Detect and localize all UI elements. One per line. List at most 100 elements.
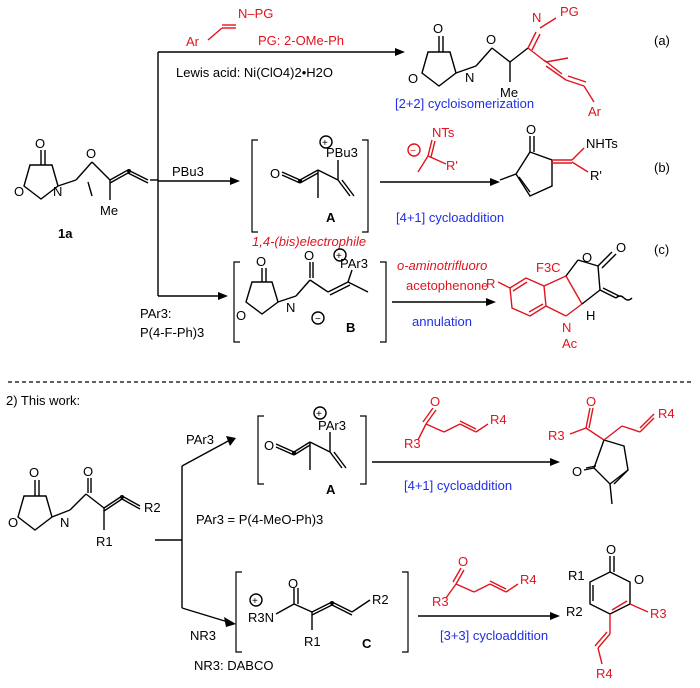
a-imine-ar: Ar [186,34,200,49]
a-atom-o2: O [408,71,418,86]
this-work-phosphine-route: PAr3 PAr3 = P(4-MeO-Ph)3 O PAr3 + A O R3… [186,394,675,527]
a-atom-ar: Ar [588,104,602,119]
w-c-atom-r3n: R3N [248,610,274,625]
compound-1a: O O N O Me 1a [14,136,149,241]
w-p-product-o2: O [572,464,582,479]
b-product-o: O [526,122,536,137]
c-atom-o2: O [236,308,246,323]
this-work-heading: 2) This work: [6,393,80,408]
w-label-n: [3+3] cycloaddition [440,628,548,643]
tag-c: (c) [654,242,669,257]
a-atom-me: Me [500,85,518,100]
w-reagent-p: PAr3 [186,432,214,447]
c-reaction-label: annulation [412,314,472,329]
c-atom-par3: PAr3 [340,256,368,271]
atom-o-carbonyl: O [35,136,45,151]
w-int-a: A [326,482,336,497]
atom-me: Me [100,203,118,218]
a-reaction-label: [2+2] cycloisomerization [395,96,534,111]
c-product-ac: Ac [562,336,578,351]
a-atom-n: N [465,70,474,85]
route-b: PBu3 O PBu3 + A 1,4-(bis)electrophile − … [172,122,670,249]
w-ketone-o-2: O [458,554,468,569]
w-n-product-o2: O [634,572,644,587]
c-over-2: acetophenone [406,278,488,293]
tag-a: (a) [654,33,670,48]
w-p-product-o1: O [586,394,596,409]
w-atom-n: N [60,515,69,530]
w-a-atom-par3: PAr3 [318,418,346,433]
w-n-product-r4: R4 [596,666,613,681]
w-a-atom-o: O [264,438,274,453]
svg-text:+: + [316,409,322,420]
w-ketone-r4-1: R4 [490,412,507,427]
c-product-r: R [486,276,495,291]
svg-text:+: + [336,251,342,262]
w-n-product-o1: O [606,542,616,557]
c-reagent-1: PAr3: [140,306,172,321]
w-ketone-r3-2: R3 [432,594,449,609]
c-product-h: H [586,308,595,323]
c-atom-n: N [286,300,295,315]
w-ketone-o-1: O [430,394,440,409]
w-ketone-r4-2: R4 [520,572,537,587]
b-int-a: A [326,210,336,225]
a-atom-pg: PG [560,4,579,19]
tag-b: (b) [654,160,670,175]
c-atom-o3: O [304,248,314,263]
w-c-atom-r2: R2 [372,592,389,607]
w-n-product-r3: R3 [650,606,667,621]
b-electrophile: 1,4-(bis)electrophile [252,234,366,249]
b-atom-o: O [270,166,280,181]
b-atom-pbu3: PBu3 [326,145,358,160]
w-p-product-r4: R4 [658,406,675,421]
w-int-c: C [362,636,372,651]
a-lewis-acid: Lewis acid: Ni(ClO4)2•H2O [176,65,333,80]
a-atom-o1: O [433,21,443,36]
route-a: Ar N–PG PG: 2-OMe-Ph Lewis acid: Ni(ClO4… [176,4,670,119]
a-atom-o3: O [486,32,496,47]
a-pg-def: PG: 2-OMe-Ph [258,33,344,48]
b-reagent: PBu3 [172,164,204,179]
a-imine-npg: N–PG [238,6,273,21]
c-product-n: N [562,320,571,335]
w-label-p: [4+1] cycloaddition [404,478,512,493]
a-atom-n-red: N [532,10,541,25]
b-atom-rprime-1: R' [446,158,458,173]
b-reaction-label: [4+1] cycloaddition [396,210,504,225]
w-atom-o1: O [29,465,39,480]
svg-text:+: + [322,138,328,149]
c-over-1: o-aminotrifluoro [397,258,487,273]
c-reagent-2: P(4-F-Ph)3 [140,325,204,340]
svg-text:−: − [410,146,416,157]
c-product-f3c: F3C [536,260,561,275]
compound-1a-label: 1a [58,226,73,241]
this-work-substrate: O O N O R1 R2 [8,464,161,549]
atom-o-amide: O [86,146,96,161]
c-product-o1: O [582,250,592,265]
c-int-b: B [346,320,355,335]
this-work-amine-route: NR3 NR3: DABCO O R3N + R1 R2 C O R3 [190,542,667,681]
w-c-atom-r1: R1 [304,634,321,649]
route-c: PAr3: P(4-F-Ph)3 O O N O PAr3 + − B o-am… [140,240,669,351]
w-par3-def: PAr3 = P(4-MeO-Ph)3 [196,512,323,527]
w-reagent-n: NR3 [190,628,216,643]
w-p-product-r3: R3 [548,428,565,443]
w-atom-o2: O [8,515,18,530]
w-atom-r2: R2 [144,500,161,515]
w-nr3-def: NR3: DABCO [194,658,273,673]
w-n-product-r2: R2 [566,604,583,619]
atom-o-ring: O [14,184,24,199]
w-n-product-r1: R1 [568,568,585,583]
c-atom-o1: O [256,254,266,269]
svg-text:+: + [252,596,258,607]
w-ketone-r3-1: R3 [404,436,421,451]
b-product-rprime: R' [590,168,602,183]
atom-n: N [53,184,62,199]
svg-text:−: − [315,314,321,325]
w-atom-r1: R1 [96,534,113,549]
b-atom-nts: NTs [432,125,455,140]
b-product-nhts: NHTs [586,136,618,151]
c-product-o2: O [616,240,626,255]
